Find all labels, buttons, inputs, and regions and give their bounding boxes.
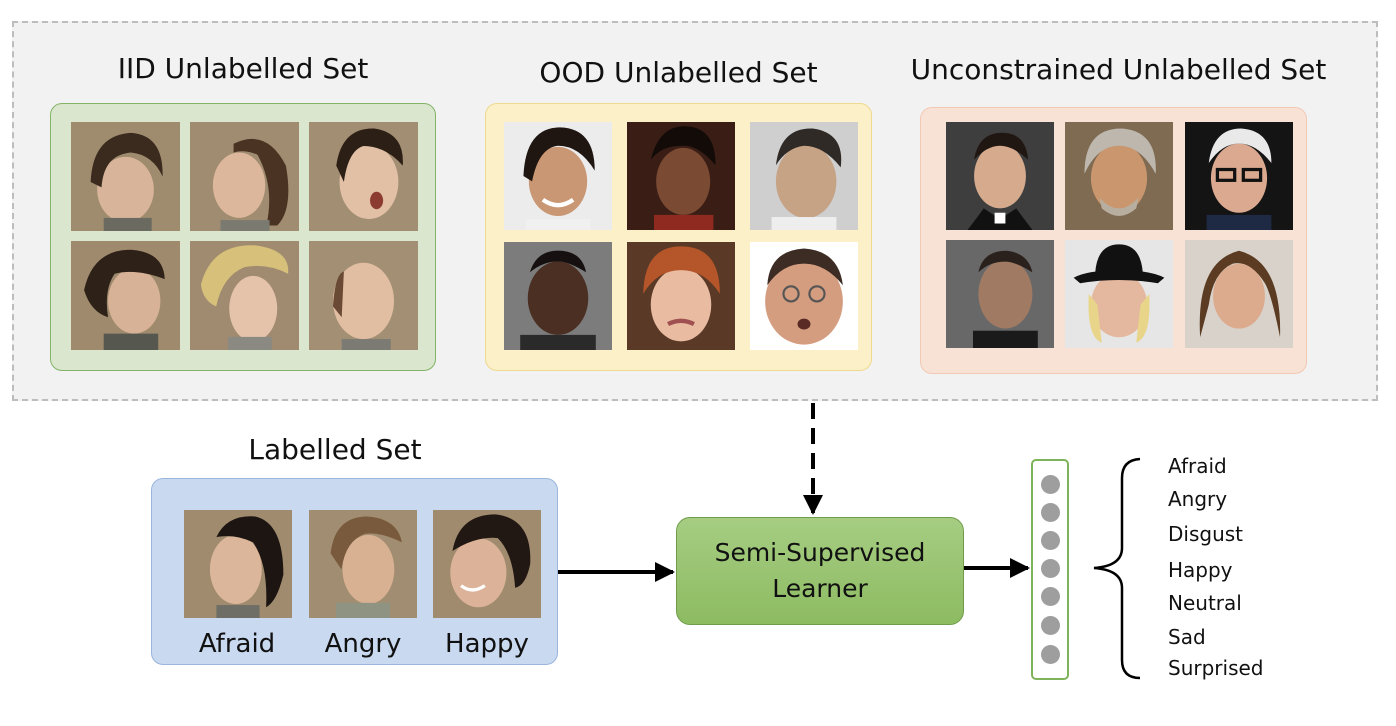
face-image [1065, 122, 1173, 230]
face-image [190, 241, 299, 350]
class-label: Afraid [1168, 454, 1227, 478]
class-brace [1093, 457, 1141, 680]
class-label: Angry [1168, 487, 1228, 511]
face-image [190, 122, 299, 231]
face-image [750, 242, 858, 350]
face-image [309, 241, 418, 350]
face-image [946, 122, 1054, 230]
face-image [71, 241, 180, 350]
output-node [1041, 616, 1060, 635]
output-node [1041, 645, 1060, 664]
unconstrained-set-title: Unconstrained Unlabelled Set [910, 53, 1327, 86]
face-image [504, 242, 612, 350]
iid-set-title: IID Unlabelled Set [117, 52, 369, 85]
labelled-set-title: Labelled Set [248, 433, 422, 466]
face-image [1065, 240, 1173, 348]
output-node [1041, 531, 1060, 550]
face-image [1185, 122, 1293, 230]
learner-label: Semi-Supervised Learner [714, 538, 926, 603]
output-node [1041, 475, 1060, 494]
face-image [627, 122, 735, 230]
face-image [184, 510, 292, 618]
semi-supervised-learner-box: Semi-Supervised Learner [676, 517, 964, 625]
output-node [1041, 503, 1060, 522]
output-node [1041, 559, 1060, 578]
face-image [309, 510, 417, 618]
ood-set-title: OOD Unlabelled Set [539, 56, 818, 89]
labelled-sample-label: Afraid [198, 629, 276, 659]
class-label: Neutral [1168, 591, 1242, 615]
face-image [750, 122, 858, 230]
class-label: Disgust [1168, 522, 1244, 546]
class-label: Sad [1168, 625, 1206, 649]
face-image [1185, 240, 1293, 348]
labelled-sample-label: Happy [445, 629, 529, 659]
class-label: Happy [1168, 558, 1233, 582]
face-image [946, 240, 1054, 348]
face-image [504, 122, 612, 230]
class-label: Surprised [1168, 656, 1264, 680]
face-image [433, 510, 541, 618]
labelled-sample-label: Angry [324, 629, 402, 659]
output-node [1041, 587, 1060, 606]
output-layer [1031, 459, 1069, 680]
face-image [309, 122, 418, 231]
face-image [71, 122, 180, 231]
face-image [627, 242, 735, 350]
